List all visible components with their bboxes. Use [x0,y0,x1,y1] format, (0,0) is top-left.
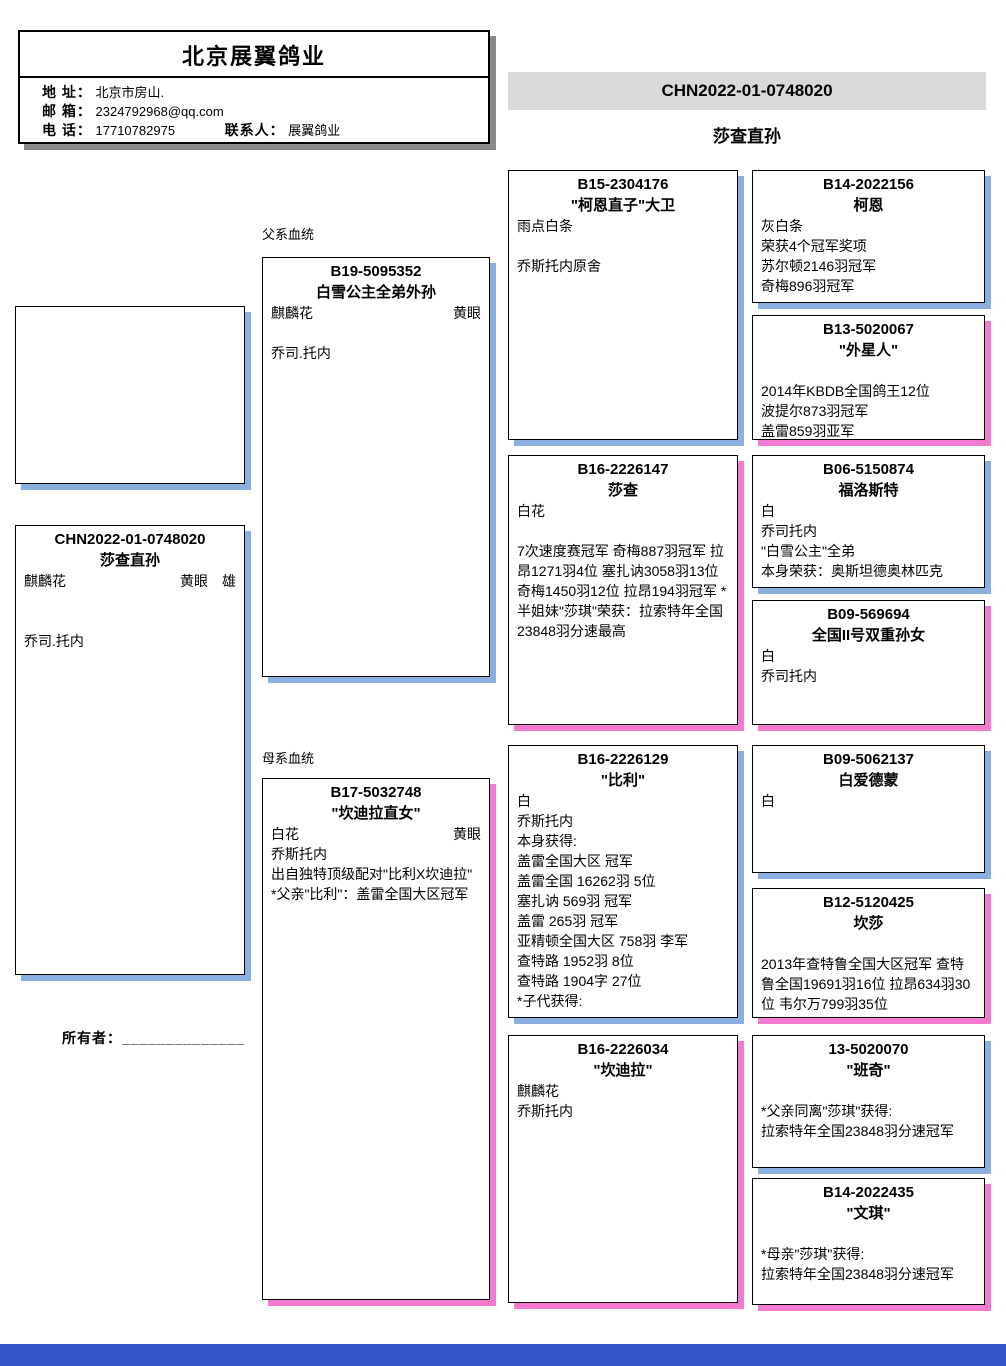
ring-number: B16-2226129 [577,751,669,768]
bird-details: 灰白条 荣获4个冠军奖项 苏尔顿2146羽冠军 奇梅896羽冠军 [761,218,877,294]
eye-text: 黄眼 [453,305,481,321]
pedigree-box-gen3-1: B15-2304176 "柯恩直子"大卫 雨点白条 乔斯托内原舍 [508,170,738,440]
ring-number: CHN2022-01-0748020 [54,531,206,548]
ring-number: B19-5095352 [330,263,422,280]
bird-name: 白雪公主全弟外孙 [315,284,436,301]
photo-placeholder [15,306,245,484]
pedigree-box-gen3-4: B16-2226034 "坎迪拉" 麒麟花 乔斯托内 [508,1035,738,1303]
phone-row: 电 话： 17710782975 联系人： 展翼鸽业 [42,121,488,140]
owner-line: 所有者：______________ [62,1030,246,1046]
pedigree-box-gen4-6: B12-5120425 坎莎 2013年查特鲁全国大区冠军 查特鲁全国19691… [752,888,985,1018]
bird-details: *父亲同离"莎琪"获得: 拉索特年全国23848羽分速冠军 [761,1103,954,1139]
eye-sex-text: 黄眼 雄 [180,573,236,589]
bird-details: 乔司.托内 [24,633,84,649]
bird-details: 白 [761,793,775,809]
ring-number: B14-2022156 [823,176,914,193]
address-value: 北京市房山. [95,85,165,100]
pedigree-title: 莎查直孙 [713,127,781,146]
mother-line-label: 母系血统 [262,751,315,766]
bird-details: 白 乔司托内 "白雪公主"全弟 本身荣获：奥斯坦德奥林匹克 [761,503,943,579]
pedigree-box-gen4-3: B06-5150874 福洛斯特 白 乔司托内 "白雪公主"全弟 本身荣获：奥斯… [752,455,985,588]
bird-name: "文琪" [846,1205,891,1222]
bird-name: 白爱德蒙 [838,772,899,789]
email-value: 2324792968@qq.com [95,104,224,119]
bird-name: "外星人" [838,342,899,359]
pedigree-box-mother: B17-5032748 "坎迪拉直女" 白花 黄眼 乔斯托内 出自独特顶级配对"… [262,778,490,1300]
pedigree-box-gen4-2: B13-5020067 "外星人" 2014年KBDB全国鸽王12位 波提尔87… [752,315,985,440]
letterhead: 北京展翼鸽业 地 址： 北京市房山. 邮 箱： 2324792968@qq.co… [18,30,490,144]
bird-details: 白 乔司托内 [761,648,817,684]
bird-details: 麒麟花 乔斯托内 [517,1083,573,1119]
bird-name: "坎迪拉直女" [331,805,421,822]
company-name: 北京展翼鸽业 [20,32,488,78]
contact-person-label: 联系人： [224,122,285,138]
color-text: 麒麟花 [271,305,313,321]
bird-name: 莎查直孙 [99,552,160,569]
contact-person-value: 展翼鸽业 [288,123,341,138]
ring-number: B16-2226034 [577,1041,669,1058]
phone-value: 17710782975 [95,123,176,138]
phone-label: 电 话： [42,122,92,138]
eye-text: 黄眼 [453,826,481,842]
bird-name: 全国II号双重孙女 [811,627,926,644]
ring-number: B06-5150874 [823,461,914,478]
bird-name: "班奇" [846,1062,891,1079]
ring-number: B13-5020067 [823,321,914,338]
footer-bar [0,1344,1006,1366]
bird-details: 乔司.托内 [271,345,331,361]
bird-details: 白 乔斯托内 本身获得: 盖雷全国大区 冠军 盖雷全国 16262羽 5位 塞扎… [517,793,689,1009]
pedigree-box-gen4-1: B14-2022156 柯恩 灰白条 荣获4个冠军奖项 苏尔顿2146羽冠军 奇… [752,170,985,303]
ring-number: B09-5062137 [823,751,914,768]
father-line-label: 父系血统 [262,227,315,242]
bird-details: 2013年查特鲁全国大区冠军 查特鲁全国19691羽16位 拉昂634羽30位 … [761,956,971,1012]
bird-details: 雨点白条 乔斯托内原舍 [517,218,601,274]
address-label: 地 址： [42,84,92,100]
ring-number: B09-569694 [827,606,910,623]
pedigree-box-gen4-5: B09-5062137 白爱德蒙 白 [752,745,985,873]
ring-banner: CHN2022-01-0748020 [508,72,986,110]
color-eye-row: 麒麟花 黄眼 雄 [24,571,236,591]
email-label: 邮 箱： [42,103,92,119]
pedigree-box-gen4-7: 13-5020070 "班奇" *父亲同离"莎琪"获得: 拉索特年全国23848… [752,1035,985,1168]
color-eye-row: 白花 黄眼 [271,824,481,844]
bird-details: 乔斯托内 出自独特顶级配对"比利X坎迪拉" *父亲"比利"：盖雷全国大区冠军 [271,846,473,902]
bird-details: *母亲"莎琪"获得: 拉索特年全国23848羽分速冠军 [761,1246,954,1282]
color-text: 白花 [271,826,299,842]
ring-number: B17-5032748 [330,784,422,801]
color-text: 麒麟花 [24,573,66,589]
ring-number: B15-2304176 [577,176,669,193]
ring-number: B12-5120425 [823,894,914,911]
ring-number: 13-5020070 [828,1041,909,1058]
bird-name: 福洛斯特 [838,482,899,499]
pedigree-box-subject: CHN2022-01-0748020 莎查直孙 麒麟花 黄眼 雄 乔司.托内 [15,525,245,975]
bird-name: "坎迪拉" [593,1062,653,1079]
pedigree-box-gen3-3: B16-2226129 "比利" 白 乔斯托内 本身获得: 盖雷全国大区 冠军 … [508,745,738,1018]
pedigree-box-gen3-2: B16-2226147 莎查 白花 7次速度赛冠军 奇梅887羽冠军 拉昂127… [508,455,738,725]
pedigree-box-father: B19-5095352 白雪公主全弟外孙 麒麟花 黄眼 乔司.托内 [262,257,490,677]
ring-number: B14-2022435 [823,1184,914,1201]
bird-name: "柯恩直子"大卫 [570,197,676,214]
bird-name: 坎莎 [853,915,884,932]
color-eye-row: 麒麟花 黄眼 [271,303,481,323]
ring-number: B16-2226147 [577,461,669,478]
pedigree-box-gen4-8: B14-2022435 "文琪" *母亲"莎琪"获得: 拉索特年全国23848羽… [752,1178,985,1305]
email-row: 邮 箱： 2324792968@qq.com [42,102,488,121]
bird-name: 莎查 [607,482,638,499]
pedigree-box-gen4-4: B09-569694 全国II号双重孙女 白 乔司托内 [752,600,985,725]
address-row: 地 址： 北京市房山. [42,83,488,102]
bird-name: 柯恩 [853,197,884,214]
bird-name: "比利" [600,772,646,789]
bird-details: 白花 7次速度赛冠军 奇梅887羽冠军 拉昂1271羽4位 塞扎讷3058羽13… [517,503,727,639]
bird-details: 2014年KBDB全国鸽王12位 波提尔873羽冠军 盖雷859羽亚军 [761,383,930,439]
contact-info: 地 址： 北京市房山. 邮 箱： 2324792968@qq.com 电 话： … [20,78,488,140]
